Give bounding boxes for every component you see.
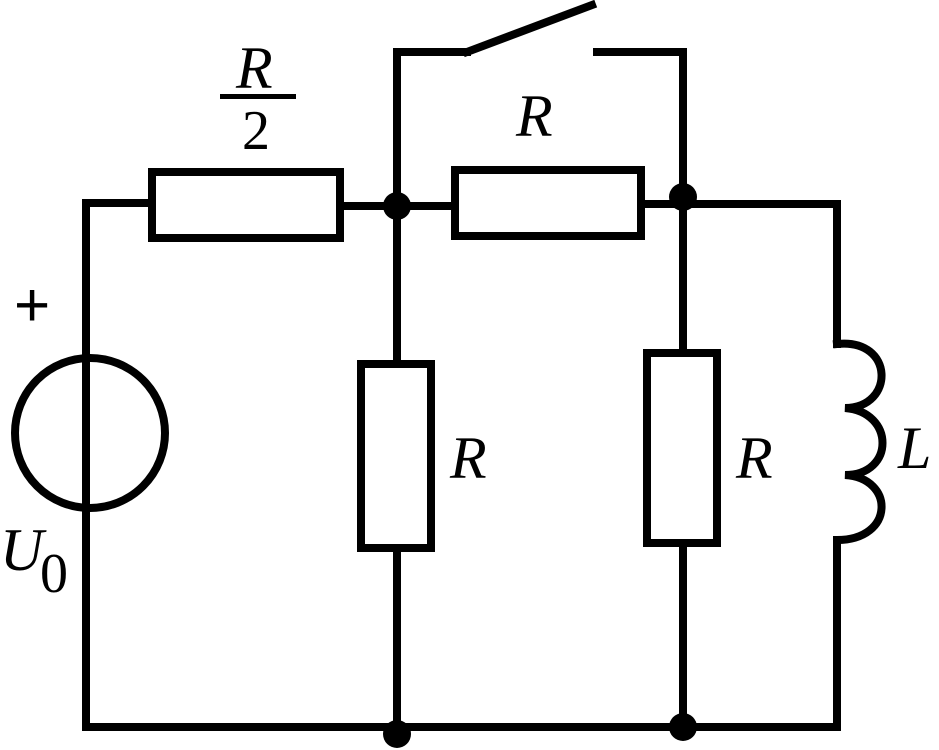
inductor-label: L <box>898 415 932 481</box>
junction-node-top-middle <box>383 192 411 220</box>
resistor-right-r <box>643 349 721 547</box>
right-wire-bottom <box>82 506 841 731</box>
half-r-denominator: 2 <box>242 100 270 162</box>
half-r-fraction-bar <box>220 94 296 99</box>
source-label: U <box>0 517 44 583</box>
switch-left-wire <box>393 48 471 210</box>
resistor-top-r <box>451 166 645 240</box>
switch-right-wire <box>593 48 687 208</box>
resistor-middle-r <box>357 360 435 552</box>
top-left-wire <box>82 199 154 361</box>
half-r-numerator: R <box>236 35 273 101</box>
right-resistor-label: R <box>736 425 773 491</box>
junction-node-bottom-middle <box>383 720 411 748</box>
source-plus-sign: + <box>14 271 51 340</box>
junction-node-top-right <box>669 183 697 211</box>
resistor-half-r <box>148 168 344 242</box>
top-resistor-label: R <box>516 83 553 149</box>
source-label-subscript: 0 <box>40 543 68 605</box>
middle-resistor-label: R <box>450 425 487 491</box>
inductor-coil <box>832 339 887 545</box>
junction-node-bottom-right <box>669 713 697 741</box>
switch-blade <box>461 0 598 58</box>
